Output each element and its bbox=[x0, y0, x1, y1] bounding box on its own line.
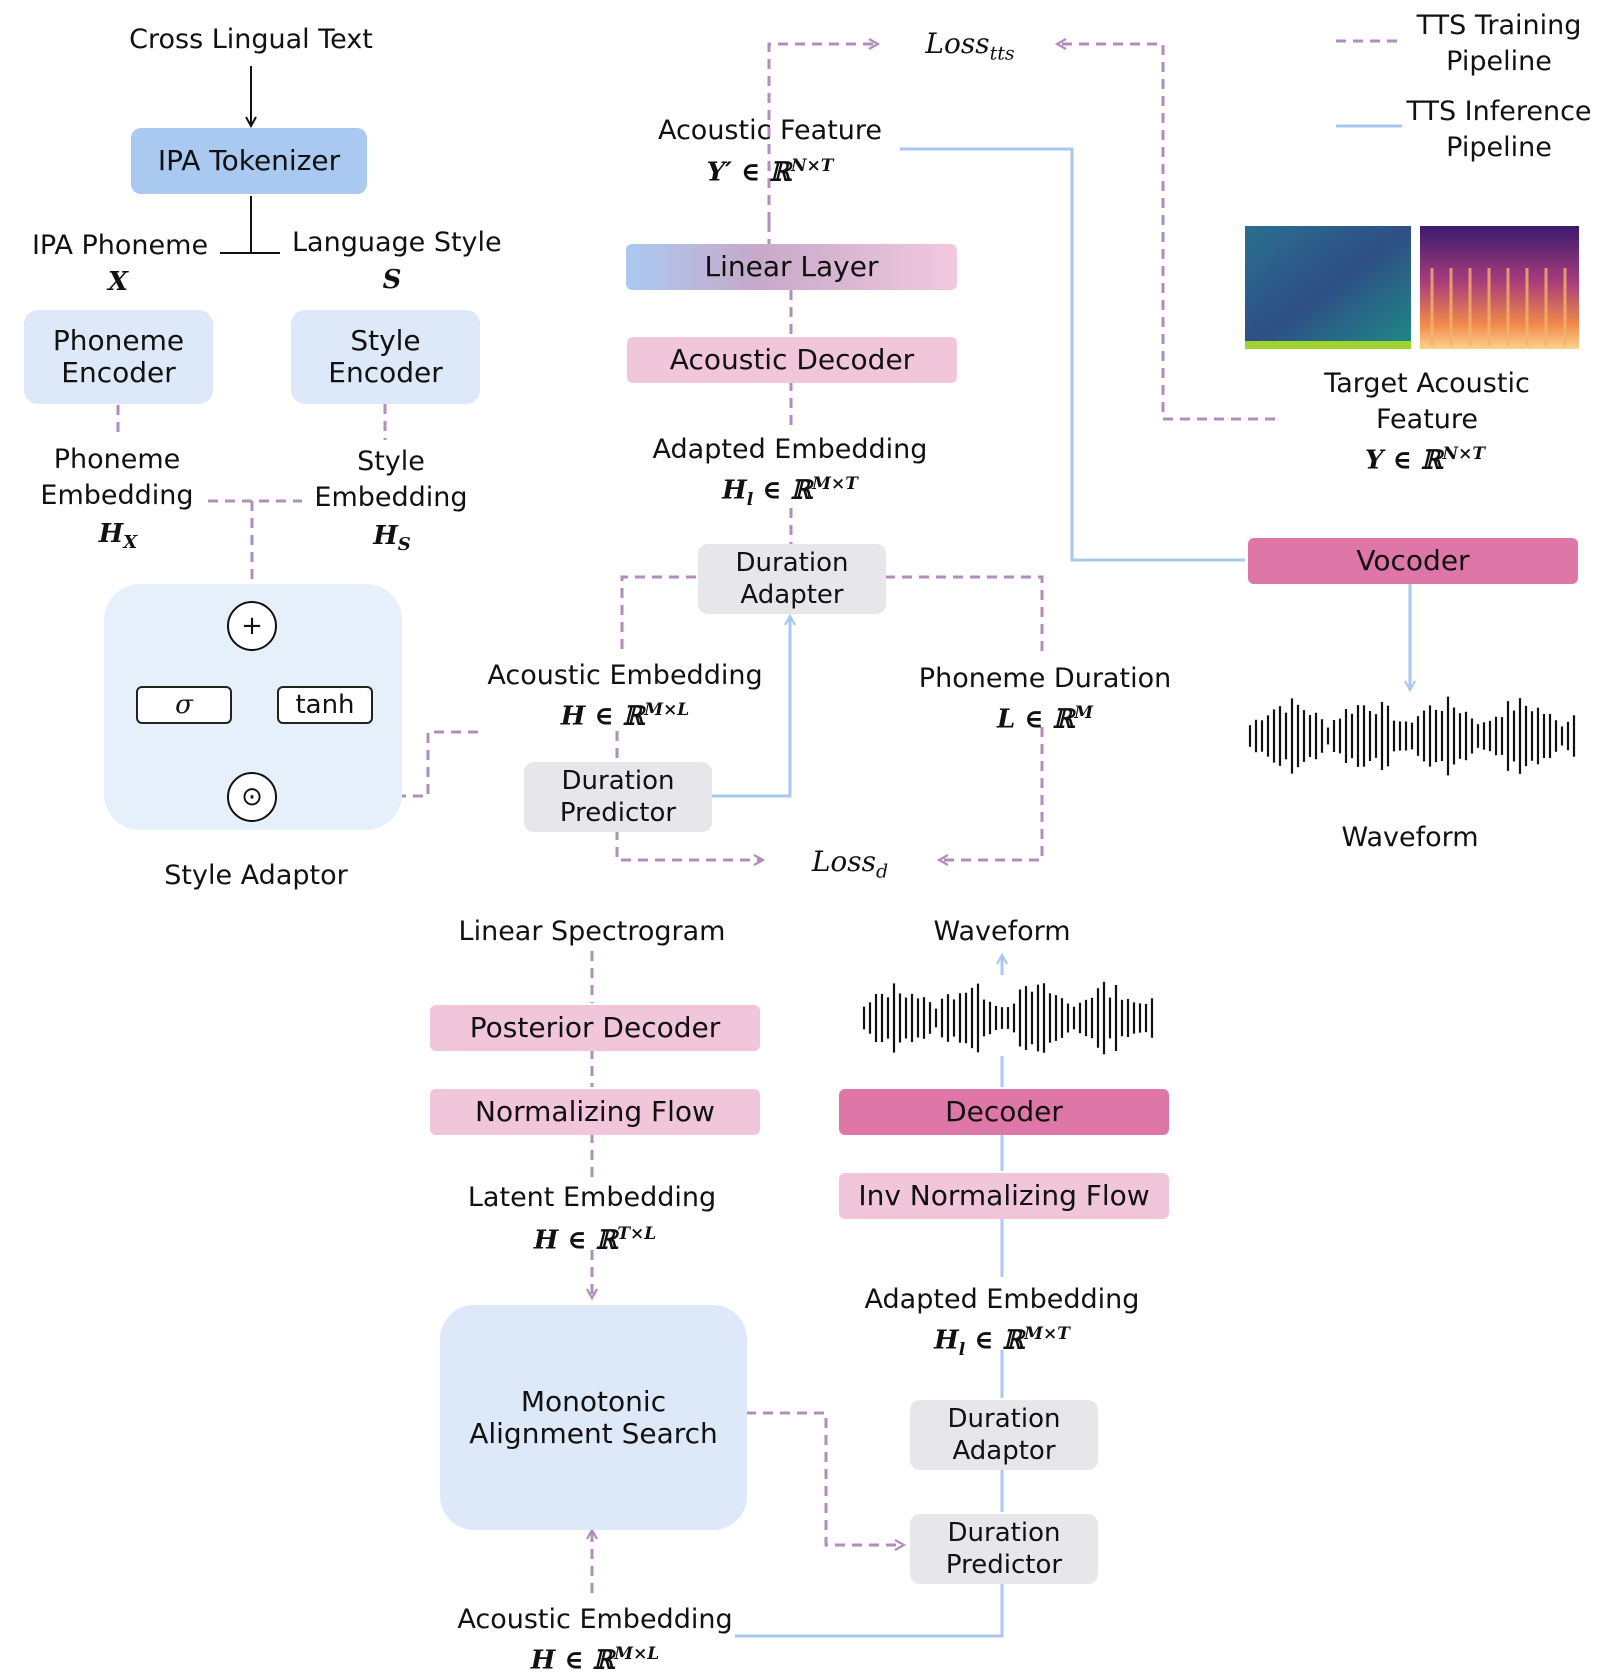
style-encoder: Style Encoder bbox=[291, 310, 480, 404]
linear-layer: Linear Layer bbox=[626, 244, 957, 290]
acoustic-feature-math: Y′ ∈ ℝN×T bbox=[706, 156, 834, 188]
waveform-label-bottom: Waveform bbox=[933, 916, 1071, 947]
duration-adapter: Duration Adapter bbox=[698, 544, 886, 614]
duration-predictor: Duration Predictor bbox=[524, 762, 712, 832]
add-operator-icon: + bbox=[227, 601, 277, 651]
acoustic-embedding-math: H ∈ ℝM×L bbox=[560, 700, 690, 732]
sigma-gate: σ bbox=[136, 686, 232, 724]
acoustic-decoder: Acoustic Decoder bbox=[627, 337, 957, 383]
normalizing-flow: Normalizing Flow bbox=[430, 1089, 760, 1135]
target-spectrograms bbox=[1245, 226, 1579, 349]
waveform-bottom bbox=[862, 981, 1154, 1055]
language-style-symbol: S bbox=[382, 265, 402, 295]
phoneme-duration-math: L ∈ ℝM bbox=[996, 703, 1094, 735]
acoustic-embedding-label: Acoustic Embedding bbox=[487, 660, 763, 691]
loss-tts: Losstts bbox=[925, 27, 1015, 65]
posterior-decoder: Posterior Decoder bbox=[430, 1005, 760, 1051]
adapted-embedding-bottom-math: Hl ∈ ℝM×T bbox=[934, 1324, 1070, 1360]
decoder: Decoder bbox=[839, 1089, 1169, 1135]
style-adaptor-title: Style Adaptor bbox=[164, 860, 348, 891]
hadamard-operator-icon: ⊙ bbox=[227, 772, 277, 822]
acoustic-embedding-bottom-label: Acoustic Embedding bbox=[457, 1604, 733, 1635]
acoustic-feature-label: Acoustic Feature bbox=[657, 115, 883, 146]
style-embedding-symbol: HS bbox=[373, 521, 411, 556]
latent-embedding-label: Latent Embedding bbox=[467, 1182, 717, 1213]
target-acoustic-feature-math: Y ∈ ℝN×T bbox=[1365, 444, 1485, 476]
legend-training-label: TTS Training Pipeline bbox=[1416, 10, 1582, 77]
adapted-embedding-bottom-label: Adapted Embedding bbox=[864, 1284, 1140, 1315]
inference-connectors bbox=[711, 124, 1410, 1638]
tanh-gate: tanh bbox=[277, 686, 373, 724]
phoneme-embedding-symbol: HX bbox=[98, 519, 138, 554]
phoneme-encoder: Phoneme Encoder bbox=[24, 310, 213, 404]
phoneme-embedding-label: Phoneme Embedding bbox=[40, 444, 194, 511]
loss-d: Lossd bbox=[811, 845, 889, 883]
inv-normalizing-flow: Inv Normalizing Flow bbox=[839, 1173, 1169, 1219]
monotonic-alignment-search: Monotonic Alignment Search bbox=[440, 1305, 747, 1530]
adapted-embedding-label: Adapted Embedding bbox=[652, 434, 928, 465]
style-embedding-label: Style Embedding bbox=[314, 446, 468, 513]
ipa-tokenizer: IPA Tokenizer bbox=[131, 128, 367, 194]
adapted-embedding-math: Hl ∈ ℝM×T bbox=[722, 474, 858, 510]
duration-adaptor: Duration Adaptor bbox=[910, 1400, 1098, 1470]
language-style-label: Language Style bbox=[292, 227, 502, 258]
ipa-phoneme-label: IPA Phoneme bbox=[31, 230, 209, 261]
waveform-top-right bbox=[1248, 696, 1576, 776]
legend-inference-label: TTS Inference Pipeline bbox=[1406, 96, 1592, 163]
latent-embedding-math: H ∈ ℝT×L bbox=[533, 1224, 657, 1256]
style-adaptor-panel bbox=[104, 584, 402, 830]
ipa-phoneme-symbol: X bbox=[107, 267, 129, 297]
acoustic-embedding-bottom-math: H ∈ ℝM×L bbox=[530, 1644, 660, 1676]
tokenizer-connectors bbox=[220, 66, 280, 254]
phoneme-duration-label: Phoneme Duration bbox=[918, 663, 1172, 694]
duration-predictor-bottom: Duration Predictor bbox=[910, 1514, 1098, 1584]
vocoder: Vocoder bbox=[1248, 538, 1578, 584]
target-acoustic-feature-label: Target Acoustic Feature bbox=[1324, 368, 1530, 435]
linear-spectrogram-label: Linear Spectrogram bbox=[458, 916, 726, 947]
cross-lingual-text: Cross Lingual Text bbox=[129, 24, 373, 55]
waveform-label-right: Waveform bbox=[1341, 822, 1479, 853]
